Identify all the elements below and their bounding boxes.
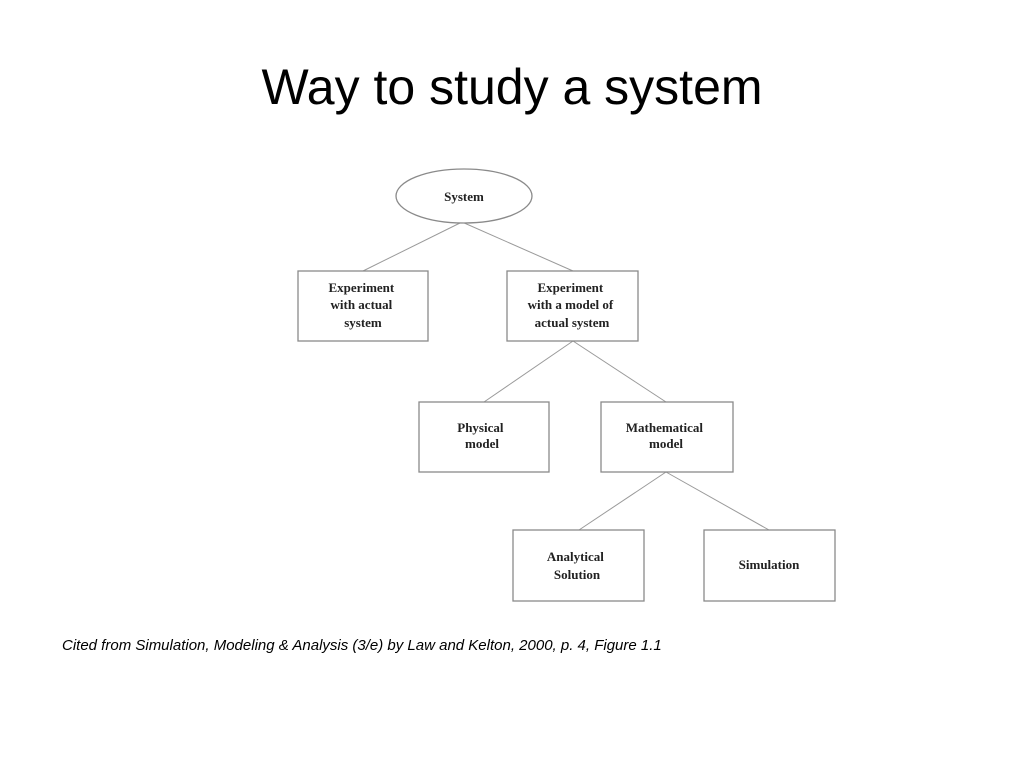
node-physical-model-line-2: model [465, 436, 499, 451]
node-system-label: System [444, 189, 484, 204]
node-experiment-model-line-1: Experiment [538, 280, 604, 295]
svg-text:Mathematical model: Mathematical model [626, 420, 707, 451]
tree-connectors [362, 221, 770, 531]
node-mathematical-model: Mathematical model [600, 401, 734, 473]
svg-text:System: System [444, 189, 484, 204]
node-mathematical-model-line-1: Mathematical [626, 420, 704, 435]
node-experiment-actual-system-box [297, 270, 429, 342]
node-simulation-label: Simulation [739, 557, 800, 572]
node-physical-model-box [418, 401, 550, 473]
slide-title: Way to study a system [261, 59, 763, 115]
node-mathematical-model-line-2: model [649, 436, 683, 451]
node-mathematical-model-box [600, 401, 734, 473]
node-analytical-solution: Analytical Solution [512, 529, 645, 602]
node-simulation: Simulation [703, 529, 836, 602]
connector-mathematical-to-analytical [578, 471, 667, 531]
connector-experiment-model-to-physical [483, 340, 574, 403]
node-analytical-solution-box [512, 529, 645, 602]
node-experiment-actual-system: Experiment with actual system [297, 270, 429, 342]
node-simulation-box [703, 529, 836, 602]
node-experiment-model-box [506, 270, 639, 342]
node-experiment-model: Experiment with a model of actual system [506, 270, 639, 342]
connector-experiment-model-to-mathematical [572, 340, 667, 403]
node-physical-model-line-1: Physical [457, 420, 504, 435]
svg-text:Physical model: Physical model [457, 420, 506, 451]
node-experiment-actual-system-line-2: with actual [331, 297, 393, 312]
citation-caption: Cited from Simulation, Modeling & Analys… [62, 637, 662, 654]
node-experiment-model-line-3: actual system [535, 315, 610, 330]
node-experiment-actual-system-line-1: Experiment [329, 280, 395, 295]
node-physical-model: Physical model [418, 401, 550, 473]
node-system-shape [395, 168, 533, 224]
connector-system-to-experiment-model [461, 221, 574, 272]
node-experiment-model-line-2: with a model of [528, 297, 614, 312]
node-analytical-solution-line-1: Analytical [547, 549, 604, 564]
connector-system-to-experiment-actual [362, 221, 463, 272]
svg-text:Experiment with a model: Experiment with a model of actual system [528, 280, 617, 330]
node-system: System [395, 168, 533, 224]
node-experiment-actual-system-line-3: system [344, 315, 382, 330]
connector-mathematical-to-simulation [665, 471, 770, 531]
svg-text:Analytical Solution: Analytical Solution [547, 549, 607, 582]
svg-text:Simulation: Simulation [739, 557, 800, 572]
node-analytical-solution-line-2: Solution [554, 567, 601, 582]
svg-text:Experiment with actual: Experiment with actual system [329, 280, 398, 330]
